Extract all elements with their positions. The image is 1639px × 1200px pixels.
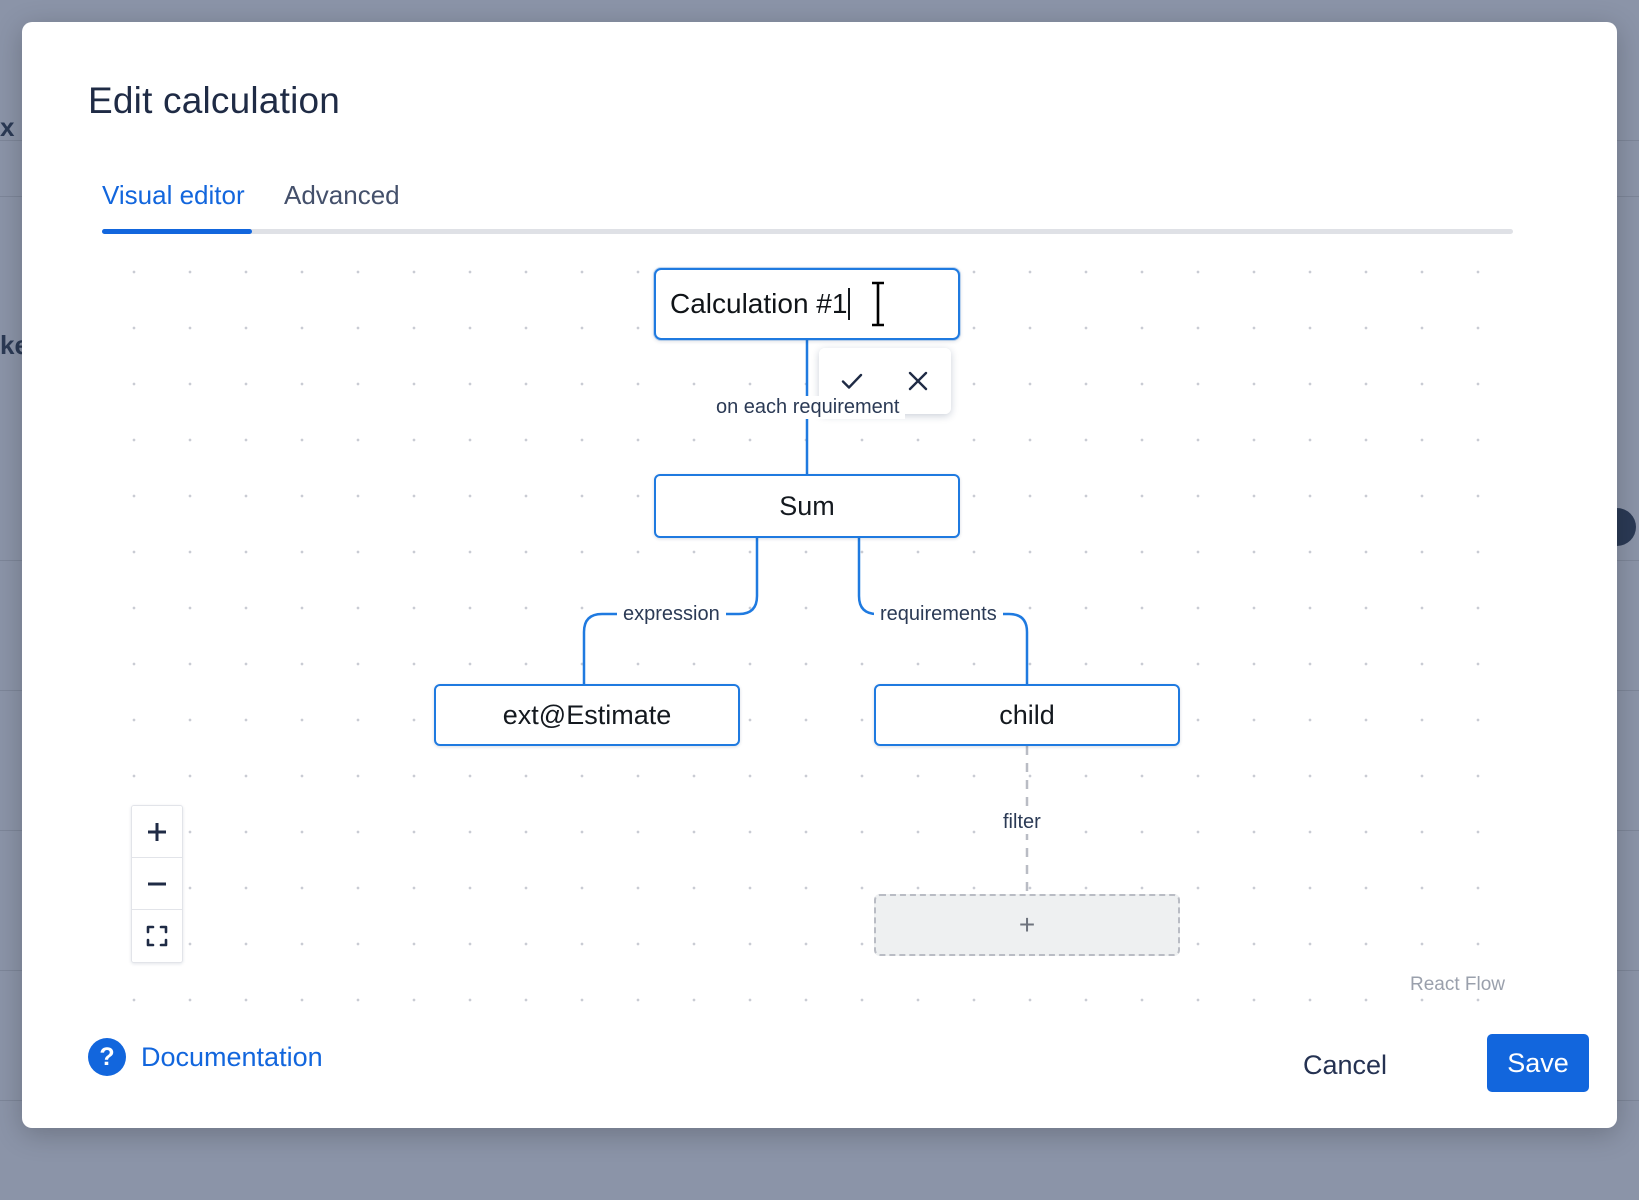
fit-view-button[interactable] [132,910,182,962]
page-title: Edit calculation [88,80,341,121]
documentation-link[interactable]: ? Documentation [88,1038,323,1076]
edge-layer [582,340,1029,894]
node-filter-placeholder[interactable]: + [874,894,1180,956]
edit-calculation-dialog: Edit calculation Visual editor Advanced … [22,22,1617,1128]
edge-label-requirements: requirements [874,603,1003,626]
plus-icon [148,822,166,841]
tab-underline-track [102,229,1513,234]
flow-canvas[interactable]: Calculation #1 on each requirement Sum e… [102,236,1513,1006]
zoom-controls [131,805,183,963]
dialog-footer: ? Documentation Cancel Save [22,1022,1617,1128]
edge-label-expression: expression [617,603,726,626]
save-button[interactable]: Save [1487,1034,1589,1092]
minus-icon [148,882,166,885]
check-icon [841,373,863,389]
edge-label-on-each-requirement: on each requirement [710,396,906,419]
zoom-in-button[interactable] [132,806,182,858]
tab-visual-editor[interactable]: Visual editor [102,180,245,210]
tab-underline-active [102,229,252,234]
fit-view-icon [146,925,168,947]
edge-label-filter: filter [997,811,1047,834]
text-caret [848,288,851,320]
tab-bar: Visual editor Advanced [102,180,1513,234]
node-ext-estimate[interactable]: ext@Estimate [434,684,740,746]
question-mark-icon: ? [88,1038,126,1076]
react-flow-attribution[interactable]: React Flow [1409,974,1505,995]
calculation-name-input[interactable]: Calculation #1 [654,268,960,340]
backdrop-text-fragment: x [0,112,15,142]
documentation-label: Documentation [141,1041,323,1072]
zoom-out-button[interactable] [132,858,182,910]
cancel-button[interactable]: Cancel [1285,1038,1405,1093]
calculation-name-value: Calculation #1 [670,288,848,319]
plus-icon: + [1018,909,1036,940]
node-child[interactable]: child [874,684,1180,746]
node-sum[interactable]: Sum [654,474,960,538]
tab-advanced[interactable]: Advanced [284,180,400,210]
close-icon [908,371,928,391]
